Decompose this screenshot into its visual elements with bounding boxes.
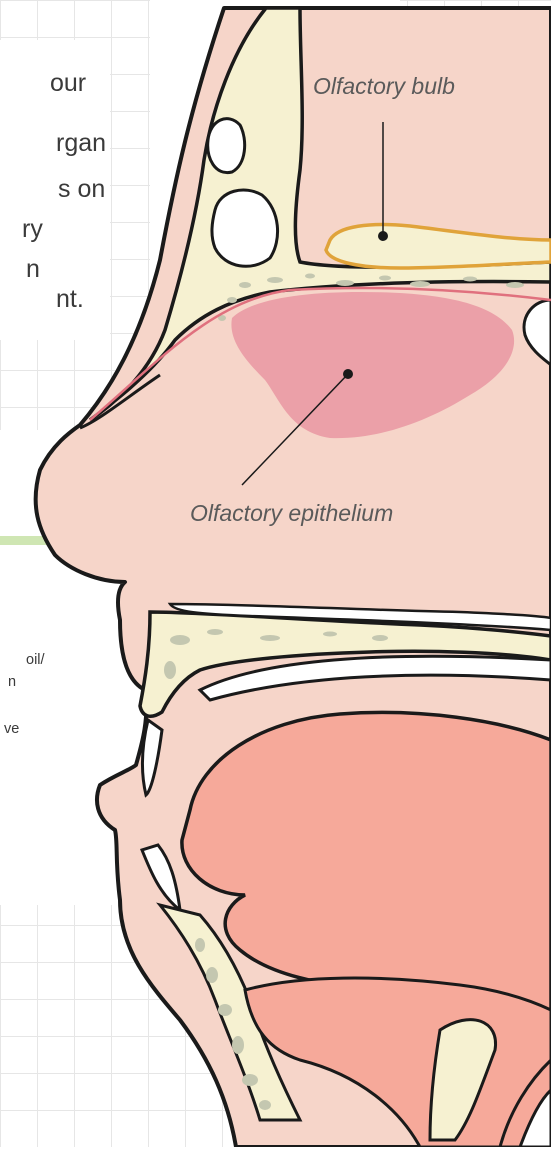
intro-text-line-3: s on [58, 170, 105, 209]
side-text-line-3: ve [4, 717, 19, 741]
bulb-pointer-dot [378, 231, 388, 241]
label-olfactory-bulb: Olfactory bulb [313, 73, 455, 100]
sinus-cavity-upper [208, 119, 245, 173]
intro-text-line-5: n [26, 250, 40, 289]
intro-text-line-1: our [50, 64, 86, 103]
side-text-line-2: n [8, 670, 16, 694]
epithelium-pointer-dot [343, 369, 353, 379]
intro-text-line-6: nt. [56, 280, 84, 319]
intro-text-line-4: ry [22, 210, 43, 249]
intro-text-line-2: rgan [56, 124, 106, 163]
label-olfactory-epithelium: Olfactory epithelium [190, 500, 393, 527]
sinus-cavity-lower [212, 190, 278, 266]
side-text-line-1: oil/ [26, 648, 45, 672]
